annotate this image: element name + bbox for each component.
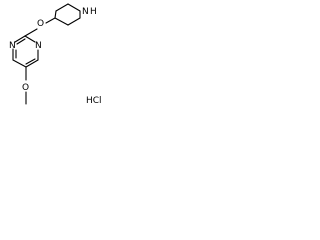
bond-n1p-c6p (67, 3, 81, 12)
piperidine-n-label: N (82, 7, 89, 17)
bond-c2-ether-o (24, 28, 38, 37)
bond-c5p-c4p (54, 10, 57, 19)
bond-c3p-c2p (67, 17, 81, 26)
hcl-salt-label: HCl (86, 96, 102, 106)
piperidine-h-label: H (90, 7, 97, 17)
double-bond-c2-n1 (16, 38, 26, 45)
ether-o-label: O (37, 19, 44, 29)
piperidine-ring (54, 3, 81, 26)
bond-ether-o-c4p (45, 17, 56, 24)
methoxy-o-label: O (22, 83, 29, 93)
double-bond-c4-c5 (25, 58, 36, 65)
pyrimidine-n3-label: N (35, 41, 42, 51)
bond-c2-n1 (14, 35, 26, 43)
chemical-structure: N N O N H O HCl (9, 3, 102, 106)
pyrimidine-ring (12, 35, 39, 68)
bond-c5-c6 (12, 59, 27, 68)
bond-c6p-c5p (55, 3, 69, 12)
pyrimidine-n1-label: N (9, 41, 16, 51)
bond-c2-n3 (24, 35, 36, 43)
bond-c4-c5 (25, 59, 39, 68)
bond-c4p-c3p (54, 17, 69, 26)
